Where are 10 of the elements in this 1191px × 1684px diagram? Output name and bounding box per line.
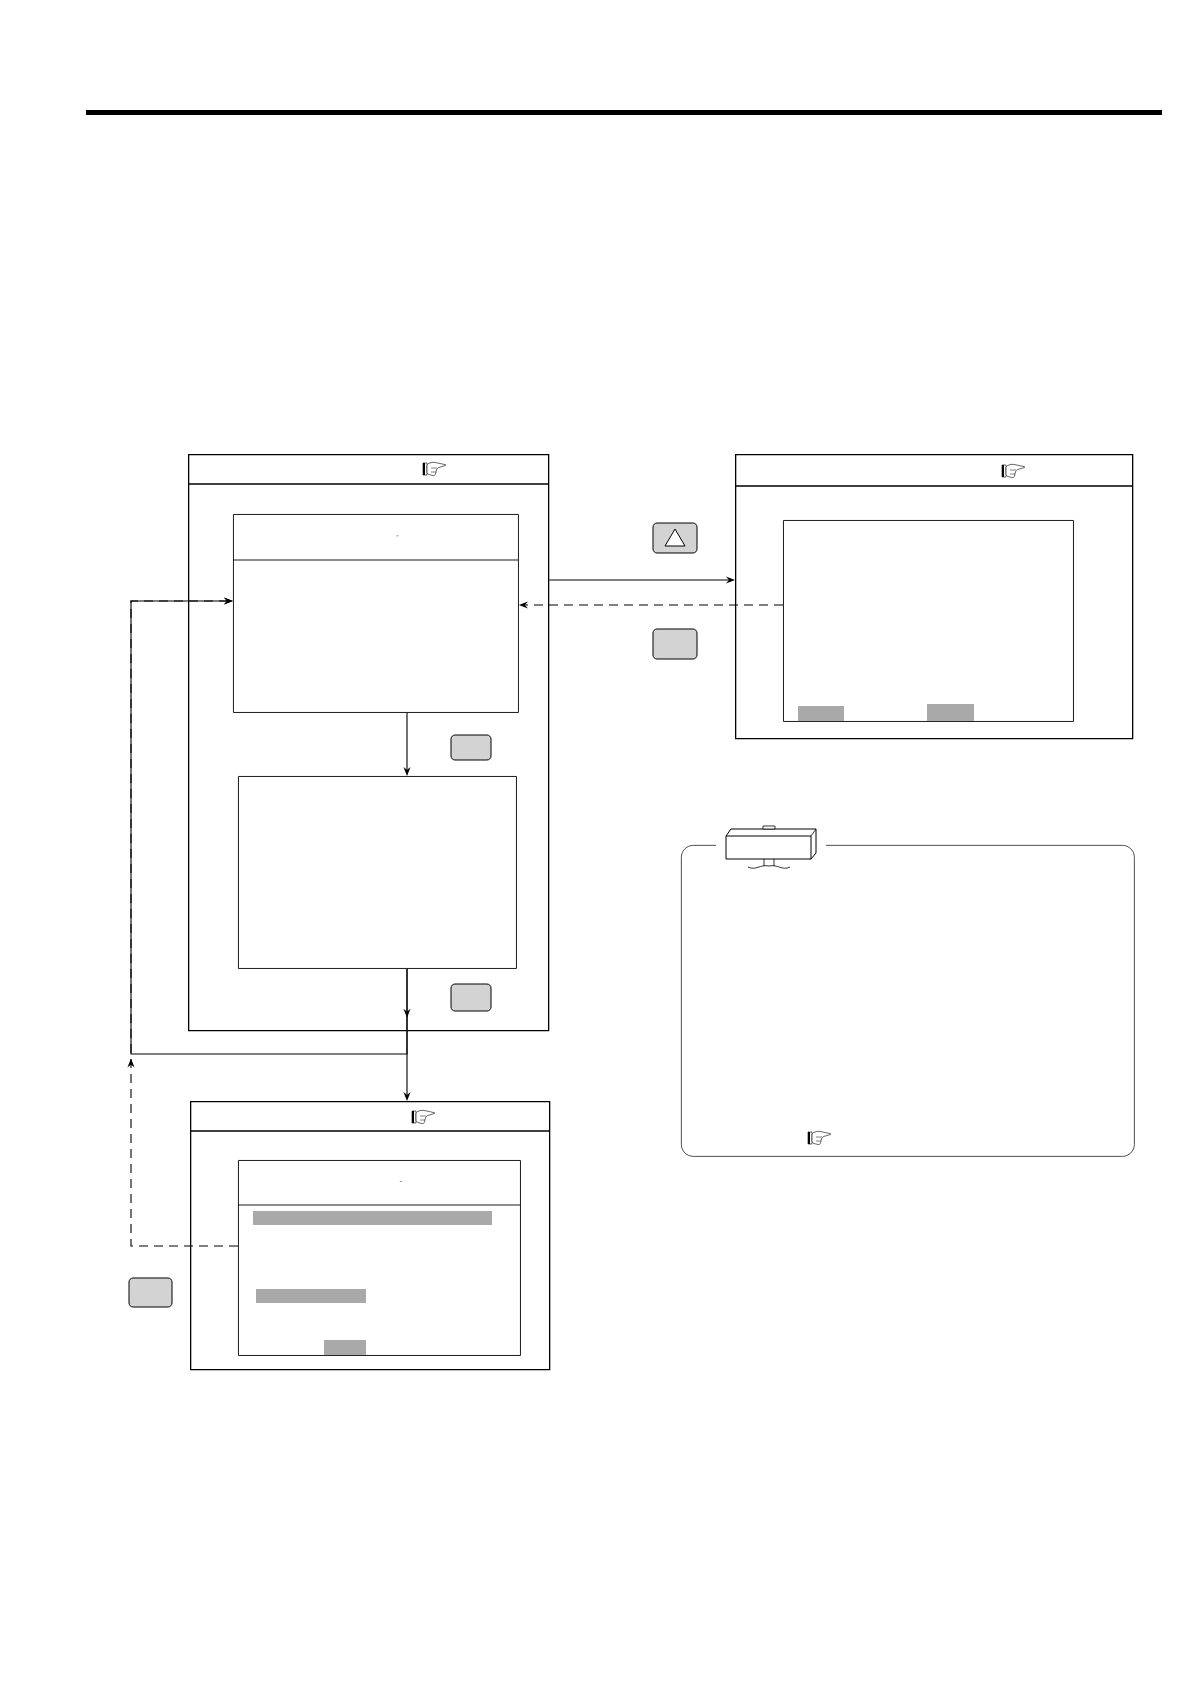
screen-box: -: [237, 1160, 521, 1356]
screen-box: [783, 520, 1074, 722]
arrow: [127, 597, 239, 1247]
screen-panel: [189, 1101, 551, 1371]
screen-box: [238, 776, 517, 969]
screen-panel: [187, 454, 550, 1032]
note-box: [681, 845, 1135, 1157]
arrow: [130, 597, 408, 1055]
screen-box: -: [232, 514, 519, 713]
screen-panel: [734, 454, 1134, 740]
